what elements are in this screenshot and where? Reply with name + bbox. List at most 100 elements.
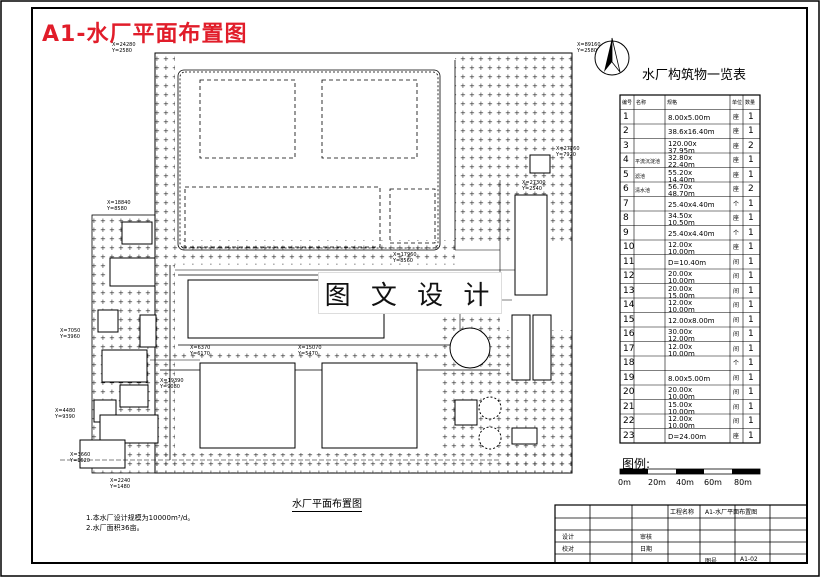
- table-cell-quantity: 1: [748, 416, 754, 426]
- scale-tick-label: 20m: [648, 478, 666, 487]
- table-cell-spec: 10.00m: [668, 407, 695, 416]
- table-header-cell: 规格: [667, 100, 678, 106]
- table-cell-number: 17: [623, 343, 635, 354]
- table-cell-number: 21: [623, 401, 635, 412]
- table-cell-name: 清水池: [635, 188, 651, 194]
- table-cell-spec: 25.40x4.40m: [668, 229, 715, 238]
- table-cell-number: 10: [623, 242, 635, 252]
- watermark-stamp: 图 文 设 计: [318, 272, 502, 314]
- north-arrow-icon: [594, 37, 630, 76]
- table-cell-unit: 座: [733, 171, 740, 179]
- table-cell-spec: 15.00x: [668, 400, 693, 409]
- scale-tick-label: 40m: [676, 478, 694, 487]
- table-cell-spec: 12.00m: [668, 335, 695, 343]
- table-cell-spec: 8.00x5.00m: [668, 113, 711, 122]
- scale-bar: [619, 468, 761, 475]
- table-cell-number: 7: [623, 198, 629, 209]
- table-header-cell: 名称: [636, 100, 647, 106]
- table-cell-number: 19: [623, 372, 635, 383]
- title-block-cell: 工程名称: [670, 509, 695, 516]
- table-cell-number: 18: [623, 358, 635, 368]
- table-cell-quantity: 1: [748, 213, 754, 223]
- table-cell-quantity: 1: [748, 126, 754, 136]
- title-block-cell: 日期: [640, 546, 653, 553]
- table-cell-name: 滤池: [635, 173, 646, 180]
- table-cell-unit: 个: [733, 360, 740, 367]
- table-cell-spec: D=24.00m: [668, 432, 707, 441]
- table-cell-spec: 20.00x: [668, 270, 693, 278]
- roads: [160, 60, 500, 460]
- table-cell-quantity: 1: [748, 111, 754, 122]
- structures-table-title: 水厂构筑物一览表: [642, 68, 747, 83]
- table-cell-number: 14: [623, 300, 635, 310]
- table-cell-spec: D=10.40m: [668, 258, 707, 267]
- table-cell-number: 5: [623, 169, 629, 180]
- table-cell-number: 3: [623, 140, 629, 151]
- note-line: 2.水厂面积36亩。: [86, 524, 144, 532]
- table-cell-spec: 34.50x: [668, 212, 693, 220]
- table-cell-number: 16: [623, 329, 635, 339]
- table-cell-spec: 12.00x: [668, 415, 693, 423]
- table-header-cell: 单位: [732, 100, 743, 106]
- table-cell-unit: 间: [733, 302, 740, 309]
- table-cell-name: 平流沉淀池: [635, 159, 661, 165]
- table-cell-unit: 座: [733, 113, 740, 121]
- title-block-cell: 审核: [640, 534, 653, 541]
- table-cell-unit: 座: [733, 142, 740, 150]
- table-cell-quantity: 1: [748, 169, 754, 180]
- table-cell-quantity: 1: [748, 227, 754, 238]
- drawing-title: A1-水厂平面布置图: [42, 22, 248, 47]
- table-cell-number: 12: [623, 271, 635, 281]
- table-cell-spec: 20.00x: [668, 386, 693, 394]
- table-cell-quantity: 1: [748, 256, 754, 267]
- legend-label: 图例:: [622, 457, 651, 471]
- table-cell-spec: 48.70m: [668, 190, 695, 198]
- table-cell-unit: 座: [733, 157, 740, 164]
- table-cell-spec: 10.00m: [668, 393, 695, 401]
- table-cell-spec: 22.40m: [668, 161, 695, 169]
- table-cell-number: 8: [623, 213, 629, 223]
- table-cell-spec: 10.00m: [668, 248, 695, 256]
- table-cell-spec: 25.40x4.40m: [668, 200, 715, 209]
- table-cell-spec: 10.00m: [668, 349, 695, 358]
- table-cell-spec: 30.00x: [668, 328, 693, 336]
- table-cell-quantity: 2: [748, 140, 754, 151]
- scale-tick-label: 80m: [734, 478, 752, 487]
- structures: [79, 154, 552, 469]
- table-cell-unit: 座: [733, 432, 740, 440]
- table-header-cell: 编号: [622, 100, 633, 106]
- table-cell-number: 6: [623, 184, 629, 194]
- table-cell-unit: 间: [733, 316, 740, 324]
- table-cell-spec: 10.00m: [668, 306, 695, 314]
- table-cell-quantity: 1: [748, 198, 754, 209]
- table-cell-quantity: 1: [748, 387, 754, 397]
- title-block-grid: [554, 504, 808, 564]
- table-cell-quantity: 1: [748, 155, 754, 165]
- structures-table-grid: [619, 94, 761, 444]
- table-cell-quantity: 1: [748, 430, 754, 441]
- table-cell-spec: 14.40m: [668, 175, 695, 184]
- table-cell-number: 20: [623, 387, 635, 397]
- table-cell-number: 9: [623, 227, 629, 238]
- table-cell-unit: 间: [733, 374, 740, 382]
- title-block-cell: 校对: [562, 546, 575, 553]
- title-block-cell: A1-水厂平面布置图: [705, 509, 758, 516]
- table-cell-spec: 20.00x: [668, 284, 693, 293]
- table-cell-quantity: 1: [748, 300, 754, 310]
- table-cell-quantity: 1: [748, 314, 754, 325]
- table-cell-quantity: 1: [748, 242, 754, 252]
- table-header-cell: 数量: [745, 100, 756, 106]
- table-cell-unit: 个: [733, 229, 740, 237]
- scale-tick-label: 0m: [618, 478, 631, 487]
- title-block-cell: 图号: [705, 558, 718, 565]
- table-cell-unit: 座: [733, 215, 740, 222]
